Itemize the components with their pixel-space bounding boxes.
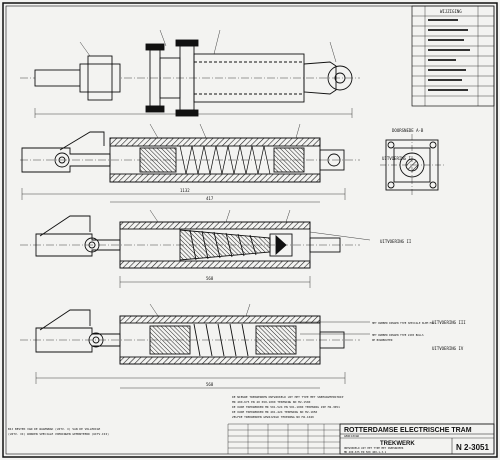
- title-block: [228, 423, 495, 455]
- note-line: MR 400-675 EN 40 650-1000 TEKENING NO M2…: [232, 400, 311, 404]
- dim-1132: 1132: [180, 188, 190, 193]
- dim-417: 417: [206, 196, 214, 201]
- callout-1: HET RUBBER RINGEN TYPE SPECIALE KLEM MIJ: [372, 321, 435, 325]
- section-view-2: [20, 209, 360, 288]
- bottom-left-note-2: (UITV. II) WORDEN SPECIALE VOERINGEN GEM…: [8, 432, 109, 436]
- section-view-3: [20, 303, 360, 389]
- notes-block: DE NIEUWE TREKWERKEN ONTWIKKELD UIT HET …: [232, 395, 344, 419]
- company-name: ROTTERDAMSE ELECTRISCHE TRAM: [344, 427, 472, 434]
- title-subtitle-small: GEWIJZIGD: [344, 434, 359, 438]
- external-view: [20, 29, 360, 118]
- dim-568-c: 568: [206, 382, 214, 387]
- dim-568-b: 568: [206, 276, 214, 281]
- note-line: DE OUDE TREKWERKEN MR 401-424 TEKENING N…: [232, 410, 318, 414]
- note-line: DE NIEUWE TREKWERKEN ONTWIKKELD UIT HET …: [232, 395, 344, 399]
- bottom-left-note-1: BIJ BESTEK VAN DE WAGENBAK (UITV. I) VAN…: [8, 427, 100, 431]
- callout-2: HET RUBBER RINGEN TYPE 2205 BULLS: [372, 333, 424, 337]
- label-uitvoering-4: UITVOERING IV: [432, 346, 464, 351]
- end-view: [380, 134, 444, 196]
- callout-3: DE BOUWBOUTEN: [372, 338, 393, 342]
- part-desc-2: MR 400-675 EN 500 400-1-3-1: [344, 450, 387, 454]
- drawing-number: N 2-3051: [456, 443, 489, 452]
- view-label: DOORSNEDE A-B: [392, 128, 424, 133]
- note-line: DE OUDE TREKWERKEN MR 501-524 EN 501-100…: [232, 405, 340, 409]
- revision-table: WIJZIGING: [411, 5, 495, 107]
- part-desc-1: ONTWIKKELD UIT HET TYPE MET SNEEUWVEER: [344, 446, 404, 450]
- part-name: TREKWERK: [380, 441, 415, 447]
- label-uitvoering-2: UITVOERING II: [380, 239, 412, 244]
- label-uitvoering-3: UITVOERING III: [432, 320, 466, 325]
- note-line: ZELFDE TREKWERKEN GEWIJZIGD TEKENING NO …: [232, 415, 314, 419]
- revision-header: WIJZIGING: [440, 9, 462, 14]
- section-view-1: [20, 123, 360, 203]
- label-uitvoering-1: UITVOERING I: [382, 156, 411, 161]
